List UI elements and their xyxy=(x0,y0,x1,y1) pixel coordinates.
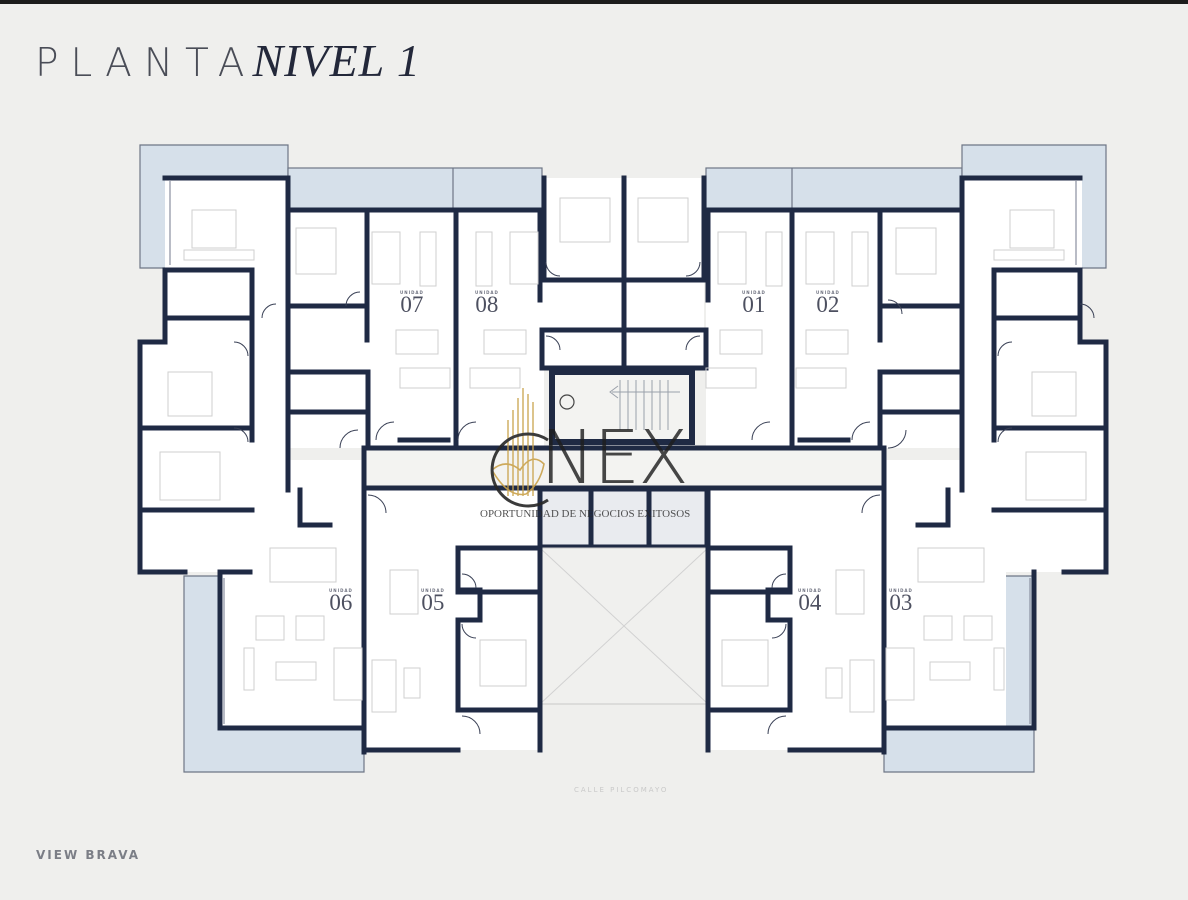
courtyard xyxy=(539,547,709,705)
unit-label-06: UNIDAD 06 xyxy=(329,588,353,615)
furniture xyxy=(159,197,1087,713)
page-title: PLANTA NIVEL 1 xyxy=(35,34,421,86)
unit-label-04: UNIDAD 04 xyxy=(798,588,822,615)
title-regular: PLANTA xyxy=(35,41,257,86)
stair-core xyxy=(549,369,695,445)
corridor xyxy=(361,445,887,491)
unit-label-08: UNIDAD 08 xyxy=(475,290,499,317)
watermark-brand: NEX xyxy=(540,415,689,501)
unit-label-07: UNIDAD 07 xyxy=(400,290,424,317)
street-label: CALLE PILCOMAYO xyxy=(574,786,669,794)
doors xyxy=(233,261,1095,735)
unit-label-02: UNIDAD 02 xyxy=(816,290,840,317)
top-bar xyxy=(0,0,1188,4)
onex-logo-icon xyxy=(490,388,549,508)
unit-label-05: UNIDAD 05 xyxy=(421,588,445,615)
watermark-tagline: OPORTUNIDAD DE NEGOCIOS EXITOSOS xyxy=(480,508,691,520)
walls xyxy=(137,175,1109,755)
windows xyxy=(169,180,1077,724)
unit-label-01: UNIDAD 01 xyxy=(742,290,766,317)
title-italic: NIVEL 1 xyxy=(252,35,421,86)
project-name: VIEW BRAVA xyxy=(36,848,140,862)
unit-label-03: UNIDAD 03 xyxy=(889,588,913,615)
